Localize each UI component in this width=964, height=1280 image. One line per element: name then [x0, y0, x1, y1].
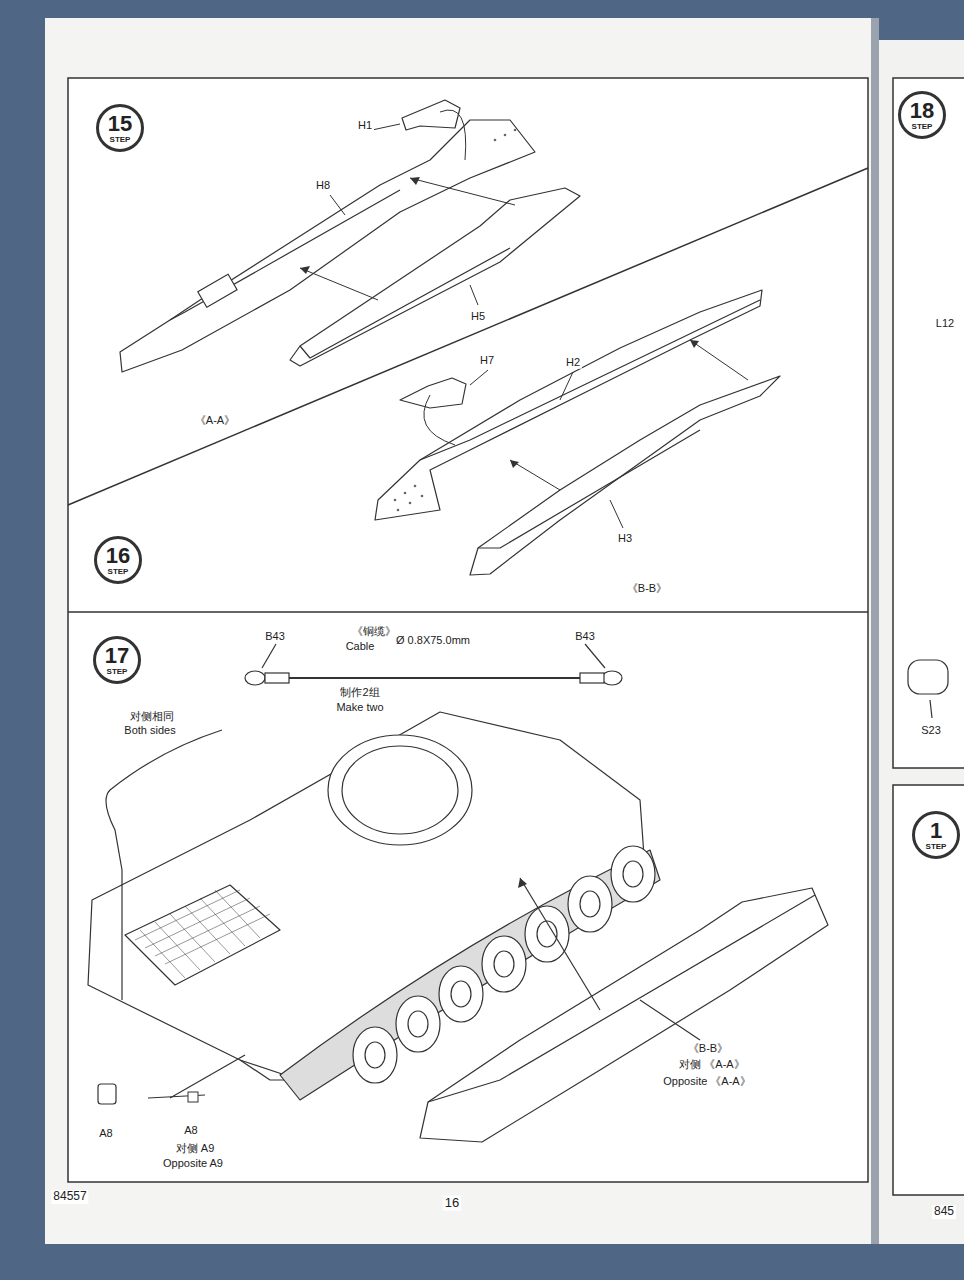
part-label: 《B-B》 — [625, 582, 669, 595]
step-badge: 17STEP — [93, 636, 141, 684]
step-number: 15 — [108, 113, 132, 135]
part-label: L12 — [934, 317, 956, 330]
part-label: B43 — [263, 630, 287, 643]
left-page — [45, 18, 873, 1244]
step-word: STEP — [926, 843, 947, 851]
part-label: Opposite A9 — [161, 1157, 225, 1170]
part-label: 《B-B》 — [686, 1042, 730, 1055]
part-label: B43 — [573, 630, 597, 643]
part-label: Ø 0.8X75.0mm — [394, 634, 472, 647]
step-word: STEP — [110, 136, 131, 144]
step-number: 18 — [910, 100, 934, 122]
part-label: 84557 — [51, 1190, 88, 1204]
part-label: Opposite 《A-A》 — [661, 1075, 752, 1088]
step-badge: 16STEP — [94, 536, 142, 584]
step-badge: 18STEP — [898, 91, 946, 139]
part-label: A8 — [97, 1127, 114, 1140]
part-label: 对侧 《A-A》 — [677, 1058, 746, 1071]
part-label: Both sides — [122, 724, 177, 737]
part-label: 对侧相同 — [128, 710, 176, 723]
step-badge: 15STEP — [96, 104, 144, 152]
part-label: H5 — [469, 310, 487, 323]
part-label: 845 — [932, 1205, 956, 1219]
part-label: H8 — [314, 179, 332, 192]
gutter — [871, 18, 879, 1244]
step-word: STEP — [107, 668, 128, 676]
part-label: 《铜缆》 — [350, 625, 398, 638]
part-label: H2 — [564, 356, 582, 369]
part-label: S23 — [919, 724, 943, 737]
step-number: 16 — [106, 545, 130, 567]
part-label: 16 — [443, 1196, 461, 1211]
step-number: 1 — [930, 820, 942, 842]
part-label: 《A-A》 — [193, 414, 237, 427]
step-badge: 1STEP — [912, 811, 960, 859]
step-word: STEP — [108, 568, 129, 576]
part-label: H3 — [616, 532, 634, 545]
part-label: H1 — [356, 119, 374, 132]
part-label: 制作2组 — [338, 686, 381, 699]
step-word: STEP — [912, 123, 933, 131]
part-label: 对侧 A9 — [174, 1142, 217, 1155]
part-label: A8 — [182, 1124, 199, 1137]
part-label: H7 — [478, 354, 496, 367]
part-label: Make two — [334, 701, 385, 714]
part-label: Cable — [344, 640, 377, 653]
step-number: 17 — [105, 645, 129, 667]
